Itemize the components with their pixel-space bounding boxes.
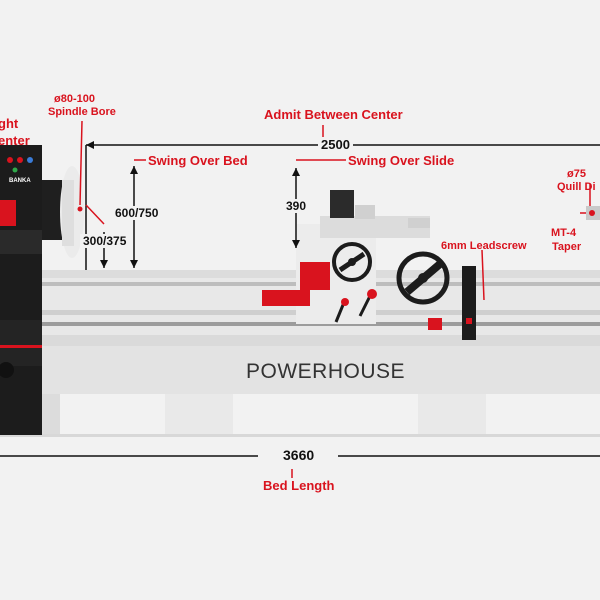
carriage-red-block xyxy=(300,262,330,290)
quill-dia-size: ø75 xyxy=(567,168,586,180)
leadscrew-bracket xyxy=(462,266,476,340)
taper-label: Taper xyxy=(552,241,582,253)
spindle-bore-size: ø80-100 xyxy=(54,93,95,105)
tool-post xyxy=(330,190,354,218)
callout-lines xyxy=(79,120,591,478)
swing-over-bed-label: Swing Over Bed xyxy=(148,153,248,168)
dimension-lines xyxy=(0,141,600,457)
center-height-label-line1: ght xyxy=(0,116,19,131)
carriage-handwheel xyxy=(332,242,372,282)
cross-slide xyxy=(320,216,430,238)
bed-foot xyxy=(165,394,233,434)
lathe-cabinet xyxy=(40,346,600,394)
brand-name: POWERHOUSE xyxy=(246,360,406,383)
leadscrew-label: 6mm Leadscrew xyxy=(441,240,527,252)
bed-length-value: 3660 xyxy=(280,447,318,463)
spindle-housing xyxy=(42,180,64,240)
center-height-value: 300/375 xyxy=(80,234,130,248)
admit-between-center-value: 2500 xyxy=(318,137,353,152)
bed-foot xyxy=(418,394,486,434)
swing-over-slide-label: Swing Over Slide xyxy=(348,153,455,168)
mt4-label: MT-4 xyxy=(551,227,577,239)
headstock xyxy=(0,145,42,435)
quill-dia-label: Quill Di xyxy=(557,181,596,193)
headstock-panel xyxy=(0,200,16,226)
spindle-bore-marker xyxy=(77,206,83,212)
swing-over-slide-value: 390 xyxy=(283,199,310,213)
admit-between-center-label: Admit Between Center xyxy=(264,107,403,122)
bed-length-label: Bed Length xyxy=(263,478,335,493)
spindle-bore-label: Spindle Bore xyxy=(48,106,116,118)
apron-handwheel xyxy=(396,251,450,305)
center-height-label-line2: enter xyxy=(0,133,30,148)
swing-over-bed-value: 600/750 xyxy=(112,206,162,220)
machine-badge: BANKA xyxy=(9,178,31,184)
